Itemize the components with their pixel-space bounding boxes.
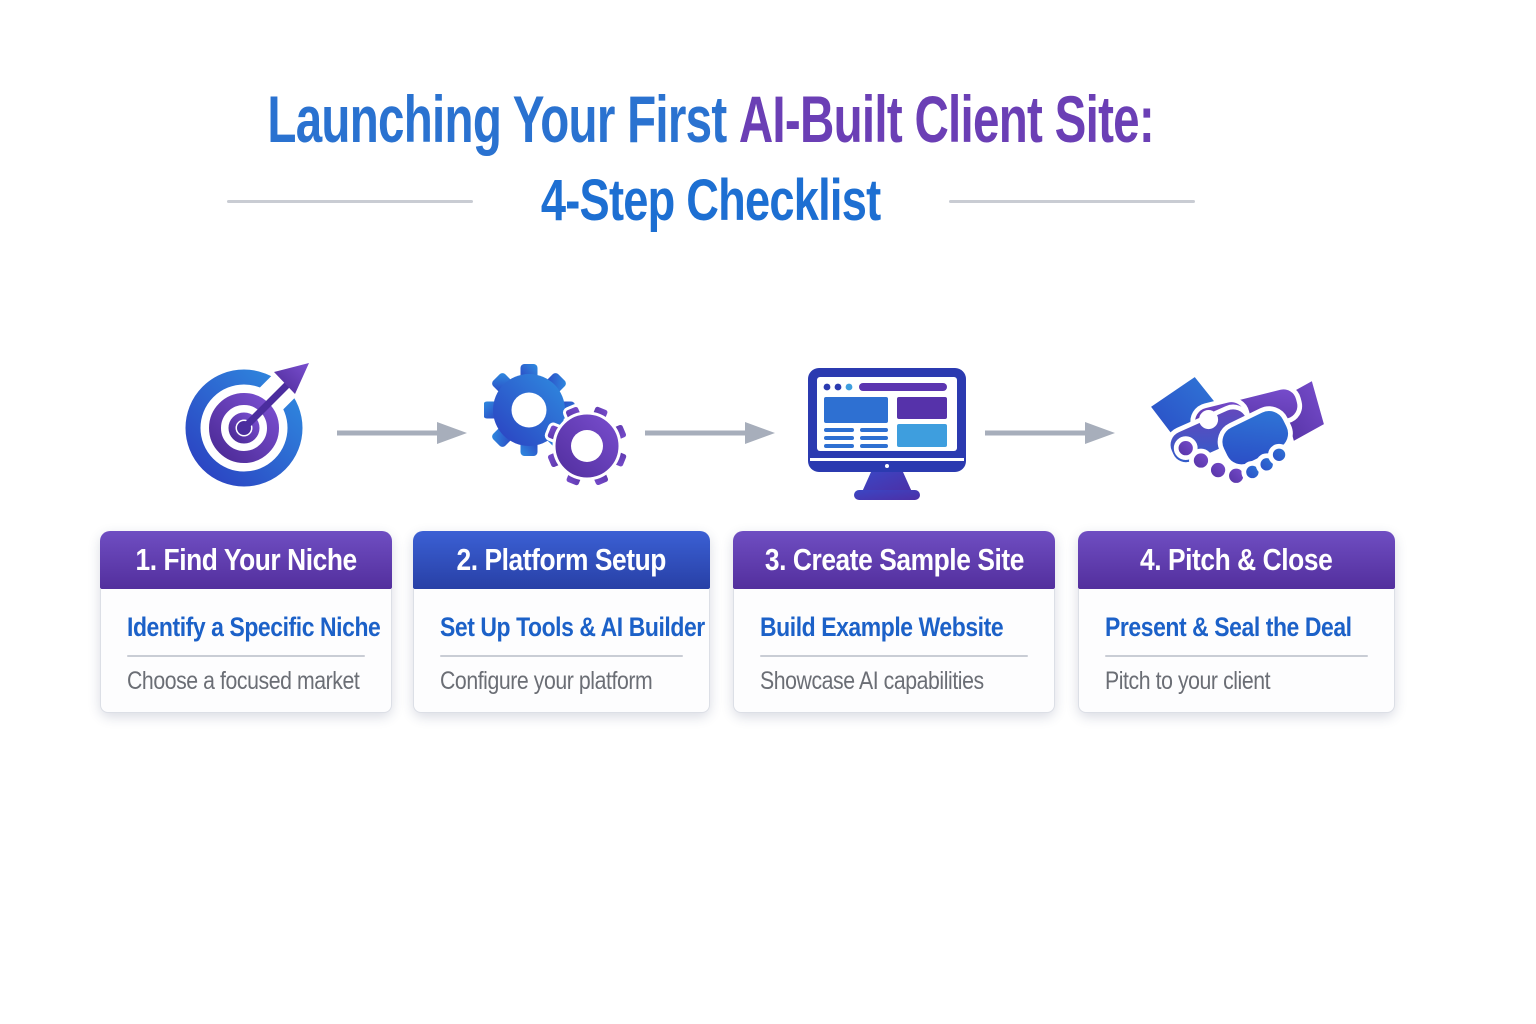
step-card-2-body: Set Up Tools & AI Builder Configure your… [413, 589, 710, 713]
title-line2: 4-Step Checklist [541, 168, 881, 233]
handshake-icon [1145, 371, 1330, 488]
monitor-icon [808, 368, 966, 500]
step-card-1-header-label: 1. Find Your Niche [135, 542, 357, 577]
flow-arrow-icon [337, 422, 467, 444]
step-card-3-header-label: 3. Create Sample Site [764, 542, 1024, 577]
step-card-4-header: 4. Pitch & Close [1078, 531, 1395, 589]
step-card-2-heading: Set Up Tools & AI Builder [440, 612, 705, 642]
step-card-3-heading: Build Example Website [760, 612, 1004, 642]
step-card-4-header-label: 4. Pitch & Close [1140, 542, 1333, 577]
step-card-4: 4. Pitch & Close Present & Seal the Deal… [1078, 531, 1395, 713]
step-card-4-heading: Present & Seal the Deal [1105, 612, 1352, 642]
step-card-3-body: Build Example Website Showcase AI capabi… [733, 589, 1055, 713]
card-divider [760, 654, 1028, 657]
card-divider [1105, 654, 1368, 657]
flow-arrow-icon [985, 422, 1115, 444]
target-icon [185, 363, 309, 487]
title-rule-left [227, 199, 474, 203]
flow-arrow-icon [645, 422, 775, 444]
card-divider [127, 654, 365, 657]
step-card-2: 2. Platform Setup Set Up Tools & AI Buil… [413, 531, 710, 713]
card-divider [440, 654, 683, 657]
step-card-3-header: 3. Create Sample Site [733, 531, 1055, 589]
step-card-1-body: Identify a Specific Niche Choose a focus… [100, 589, 392, 713]
step-card-3-subtext: Showcase AI capabilities [760, 666, 984, 695]
step-card-2-subtext: Configure your platform [440, 666, 653, 695]
step-card-1-header: 1. Find Your Niche [100, 531, 392, 589]
step-card-1: 1. Find Your Niche Identify a Specific N… [100, 531, 392, 713]
gears-icon [484, 364, 630, 489]
step-card-4-body: Present & Seal the Deal Pitch to your cl… [1078, 589, 1395, 713]
step-card-2-header: 2. Platform Setup [413, 531, 710, 589]
title-line1-blue: Launching Your First [267, 82, 728, 156]
title-rule-right [948, 199, 1195, 203]
step-card-4-subtext: Pitch to your client [1105, 666, 1271, 695]
step-card-1-subtext: Choose a focused market [127, 666, 360, 695]
step-card-3: 3. Create Sample Site Build Example Webs… [733, 531, 1055, 713]
title-line1-purple: AI-Built Client Site: [739, 82, 1155, 156]
step-card-1-heading: Identify a Specific Niche [127, 612, 381, 642]
title-line2-row: 4-Step Checklist [0, 172, 1422, 230]
step-card-2-header-label: 2. Platform Setup [456, 542, 667, 577]
